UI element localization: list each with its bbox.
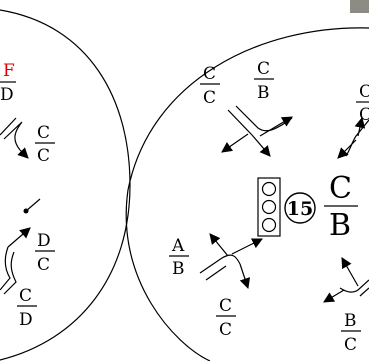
right-sw-arrow-down <box>239 263 251 290</box>
right-tl2-den: B <box>257 83 270 103</box>
left-bottom-den: D <box>19 310 33 330</box>
left-upper-lanes <box>0 117 23 151</box>
right-nw-arrow-down <box>251 134 271 157</box>
left-lower-lanes <box>0 246 17 295</box>
right-ne-arrow-up <box>354 116 366 137</box>
right-tl2-num: C <box>257 59 270 79</box>
left-pivot-line <box>25 198 41 212</box>
right-bl-num: C <box>219 296 232 316</box>
left-bottom-num: C <box>19 286 32 306</box>
left-right1-num: C <box>37 123 50 143</box>
right-tr-den: C <box>359 105 369 125</box>
right-tl1-num: C <box>203 64 216 84</box>
right-left-num: A <box>171 236 185 256</box>
right-tl1-den: C <box>203 88 216 108</box>
right-br-den: C <box>344 335 357 355</box>
right-se-arrow-left <box>323 289 345 303</box>
left-circle-outline <box>0 9 131 361</box>
right-nw-lanes <box>227 105 293 136</box>
right-left-den: B <box>172 259 185 279</box>
right-ne-lanes <box>345 119 369 157</box>
intersection-number-badge <box>284 192 316 224</box>
left-circle: F D C C D C C D <box>0 9 131 361</box>
left-right1-den: C <box>37 146 50 166</box>
right-se-lanes <box>339 279 369 297</box>
corner-thumbnail <box>350 0 369 13</box>
left-lower-arrow <box>7 227 31 248</box>
right-center-num: C <box>329 171 352 206</box>
intersection-number: 15 <box>287 198 313 220</box>
right-circle: C C C B C C 15 C B A <box>125 27 369 361</box>
traffic-signal-icon <box>257 177 281 237</box>
right-ne-arrow-down <box>337 139 357 159</box>
left-upper-arrow <box>17 147 29 159</box>
right-tr-num: C <box>359 82 369 102</box>
right-center-den: B <box>329 208 351 243</box>
left-top-num: F <box>3 61 15 81</box>
right-se-arrow-up <box>341 257 359 287</box>
right-sw-lanes <box>199 254 241 281</box>
right-br-num: B <box>344 311 357 331</box>
right-nw-arrow-right <box>259 116 293 137</box>
left-right2-den: C <box>37 255 50 275</box>
left-right2-num: D <box>37 231 51 251</box>
right-nw-arrow-left <box>221 133 249 153</box>
right-bl-den: C <box>219 320 232 340</box>
right-sw-arrow-up <box>209 233 229 257</box>
right-sw-arrow-right <box>231 238 263 255</box>
right-circle-outline <box>125 27 369 361</box>
left-top-den: D <box>0 85 14 105</box>
